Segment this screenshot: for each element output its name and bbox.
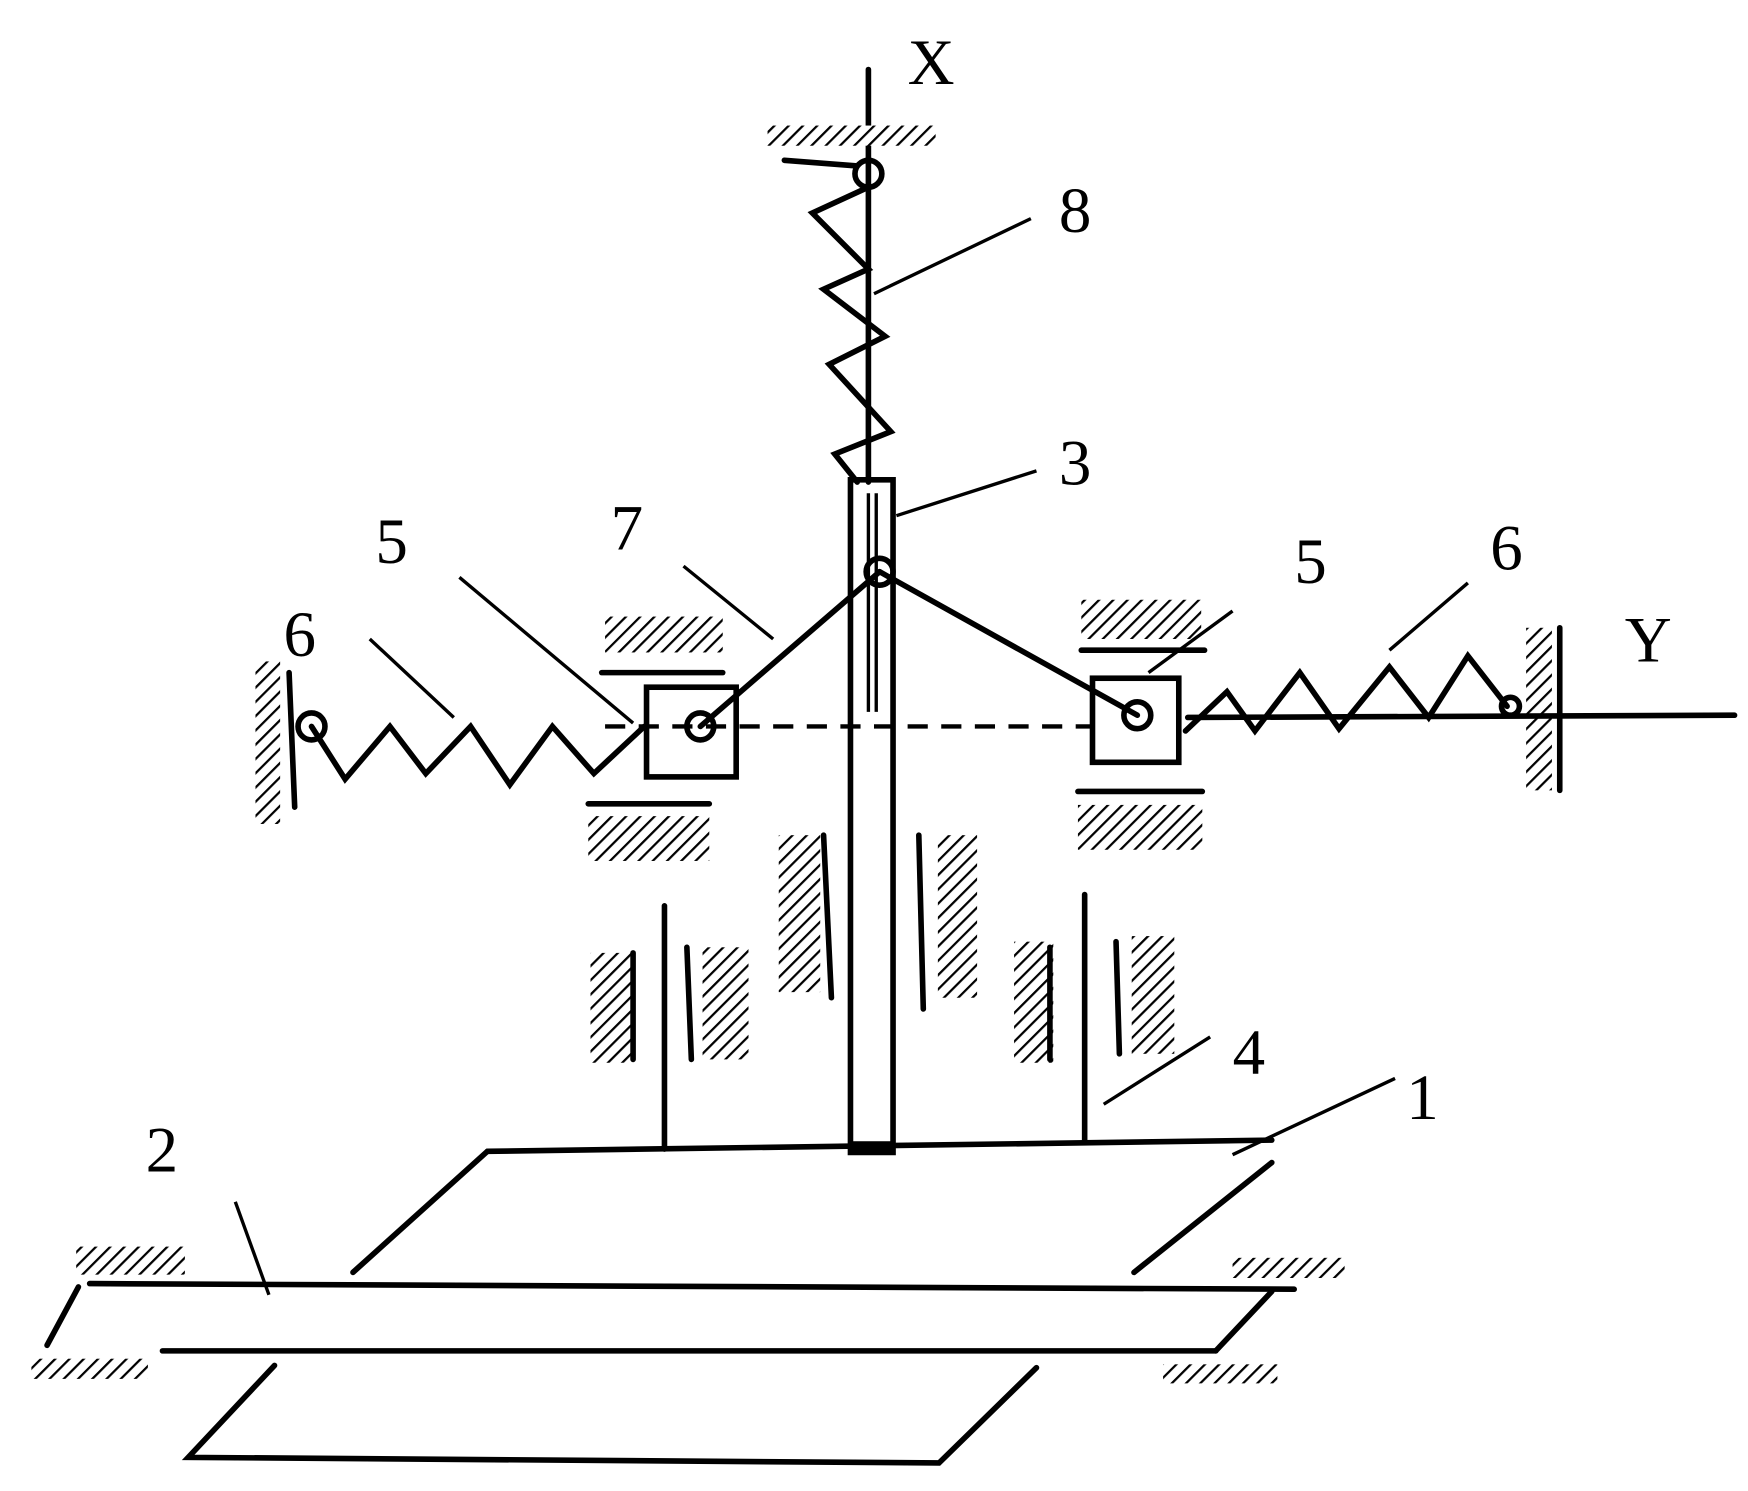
y-axis (1184, 712, 1738, 721)
leader-5-right (1147, 609, 1234, 674)
plate-4-guides (590, 832, 1175, 1063)
spring-8 (807, 184, 896, 485)
y-axis-label: Y (1625, 604, 1672, 676)
right-wall-hatch (1526, 627, 1552, 791)
label-5-left: 5 (375, 506, 407, 578)
right-spring-pivot (1498, 694, 1523, 719)
leader-2 (233, 1201, 271, 1296)
label-1: 1 (1406, 1062, 1438, 1134)
label-6-left: 6 (283, 599, 315, 671)
spring-6-right (1182, 650, 1510, 736)
label-8: 8 (1059, 175, 1091, 247)
link-7-left (697, 568, 883, 730)
slider-5-right (1075, 599, 1208, 850)
label-6-right: 6 (1490, 512, 1522, 584)
spring-6-left (308, 721, 648, 790)
leader-8 (873, 217, 1032, 296)
link-7-right (876, 568, 1141, 719)
label-2: 2 (146, 1114, 178, 1186)
leader-1 (1231, 1076, 1396, 1157)
center-pivot (863, 555, 896, 588)
label-4: 4 (1233, 1017, 1265, 1089)
leader-4 (1102, 1035, 1212, 1106)
leader-6-left (368, 637, 455, 719)
left-wall-hatch (255, 661, 281, 824)
left-wall-line (286, 669, 298, 810)
x-axis-label: X (908, 27, 955, 99)
leader-6-right (1388, 581, 1469, 652)
label-5-right: 5 (1294, 526, 1326, 598)
platform-1 (350, 1137, 1275, 1276)
leader-3 (895, 469, 1037, 518)
x-axis: X (865, 27, 955, 485)
label-7: 7 (611, 492, 643, 564)
top-support-line (781, 157, 860, 169)
left-spring-pivot (295, 710, 328, 743)
leader-5-left (458, 576, 635, 725)
leader-7 (682, 564, 775, 641)
slider-5-left (585, 616, 739, 861)
top-support-hatch (767, 125, 936, 146)
base-2 (31, 1246, 1345, 1466)
label-3: 3 (1059, 427, 1091, 499)
